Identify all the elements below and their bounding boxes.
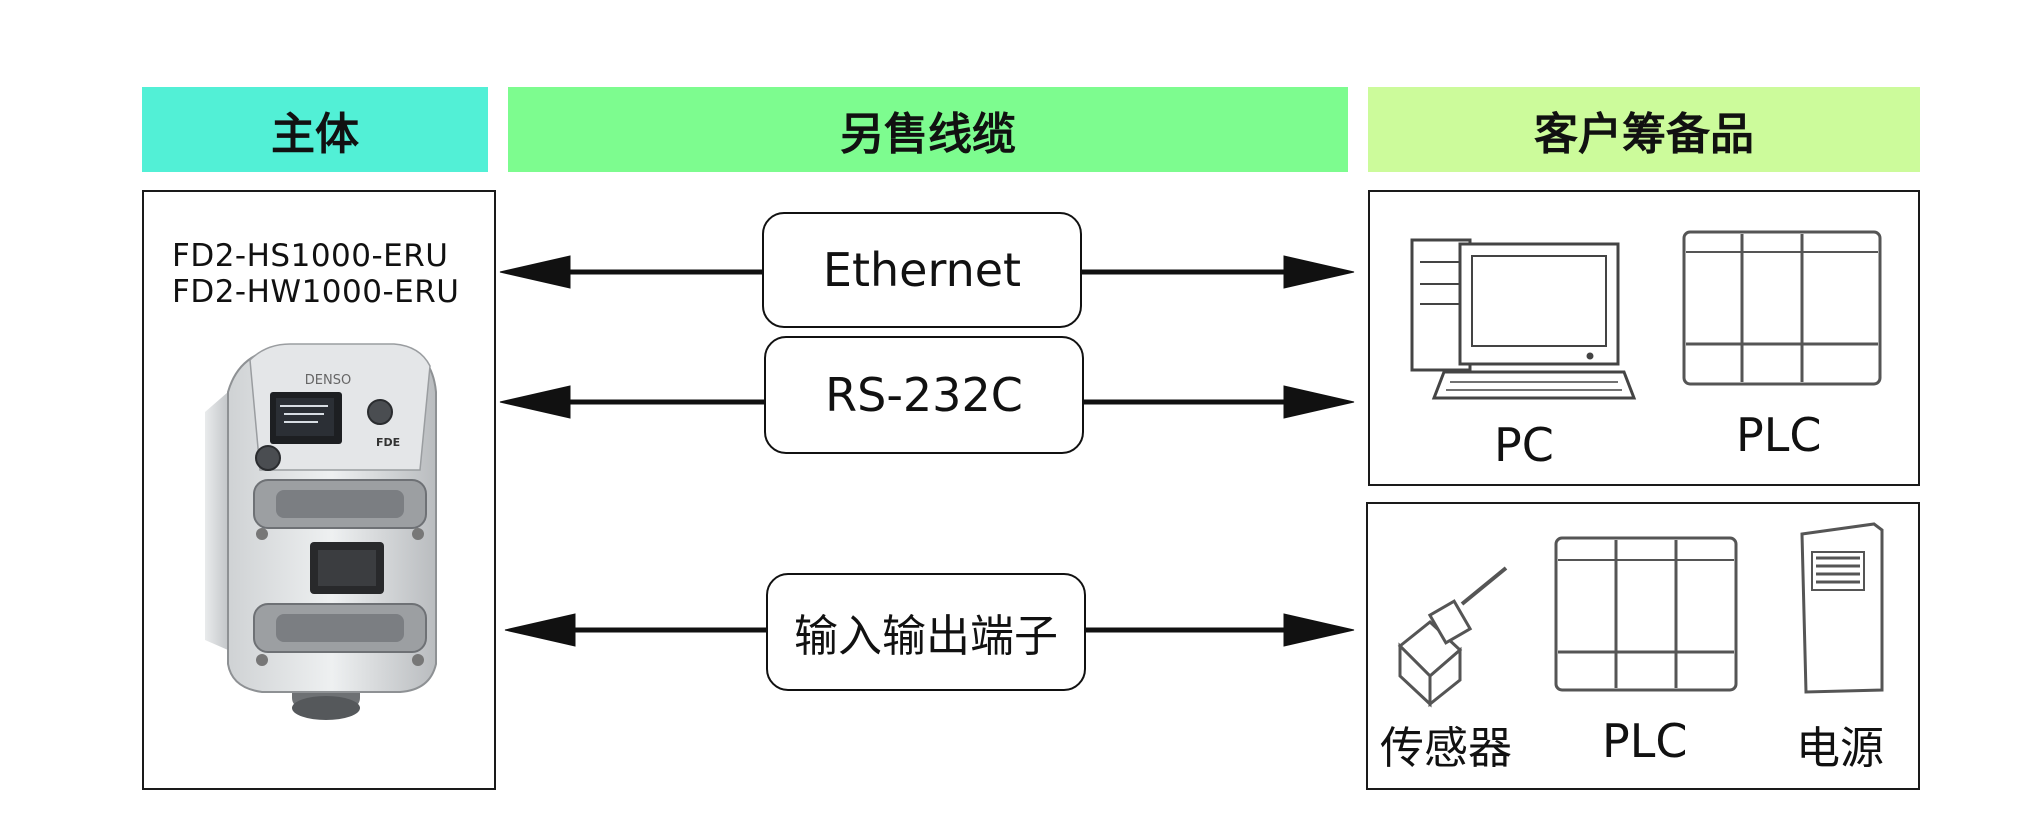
ethernet-label: Ethernet: [762, 212, 1082, 328]
io-terminal-label: 输入输出端子: [766, 573, 1086, 691]
sensor-icon: [1397, 566, 1508, 708]
io-terminal-arrow: [504, 613, 1355, 647]
plc-label-2: PLC: [1602, 714, 1688, 768]
device-badge: FDE: [376, 436, 400, 449]
device-logo: DENSO: [305, 373, 351, 388]
rs232c-arrow: [499, 385, 1355, 419]
header-cables: 另售线缆: [508, 87, 1348, 172]
rs232c-label: RS-232C: [764, 336, 1084, 454]
device-illustration: DENSO FDE: [205, 343, 437, 720]
ethernet-arrow: [499, 255, 1355, 289]
power-supply-icon: [1800, 522, 1884, 694]
power-supply-label: 电源: [1796, 723, 1884, 774]
header-customer-equipment: 客户筹备品: [1368, 87, 1920, 172]
model-name-2: FD2-HW1000-ERU: [172, 274, 460, 310]
pc-label: PC: [1494, 418, 1554, 472]
plc-icon-2: [1554, 536, 1738, 692]
model-name-1: FD2-HS1000-ERU: [172, 238, 449, 274]
pc-icon: [1410, 238, 1637, 400]
header-main: 主体: [142, 87, 488, 172]
plc-icon-1: [1682, 230, 1882, 386]
sensor-label: 传感器: [1380, 723, 1512, 774]
plc-label-1: PLC: [1736, 408, 1822, 462]
